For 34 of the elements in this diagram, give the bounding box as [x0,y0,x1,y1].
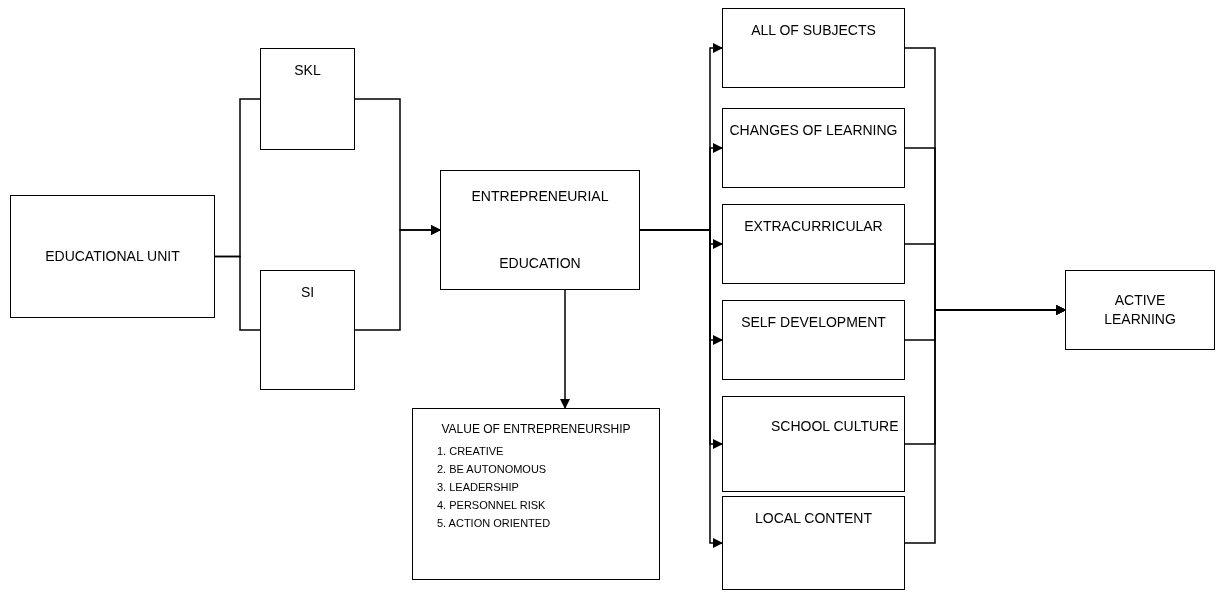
box-label: SKL [294,61,321,80]
process-box [722,396,905,492]
connector [214,255,261,331]
connector [354,225,441,331]
process-box [1065,270,1215,350]
process-box [722,108,905,188]
process-box [722,496,905,590]
process-box [260,48,355,150]
process-box [10,195,215,318]
box-label: ALL OF SUBJECTS [751,21,876,40]
process-box [722,300,905,380]
box-heading: VALUE OF ENTREPRENEURSHIP [440,421,632,438]
list-box [412,408,660,580]
box-label: EXTRACURRICULAR [744,217,883,236]
box-label: CHANGES OF LEARNING [729,121,898,140]
connector [904,305,1066,544]
process-box [722,8,905,88]
list-item: 5. ACTION ORIENTED [436,515,552,531]
list-item: 4. PERSONNEL RISK [436,497,547,513]
box-label: SELF DEVELOPMENT [741,313,886,332]
process-box [440,170,640,290]
box-label: ENTREPRENEURIAL [471,187,609,206]
list-item: 1. CREATIVE [436,443,505,459]
box-label: LOCAL CONTENT [755,509,872,528]
box-label: EDUCATIONAL UNIT [45,246,180,266]
connector [560,289,570,409]
box-label: ACTIVE LEARNING [1103,290,1177,329]
process-box [722,204,905,284]
list-item: 3. LEADERSHIP [436,479,520,495]
process-box [260,270,355,390]
box-label: SI [300,283,315,302]
list-item: 2. BE AUTONOMOUS [436,461,548,477]
box-label: EDUCATION [499,253,581,273]
box-label: SCHOOL CULTURE [771,417,899,436]
